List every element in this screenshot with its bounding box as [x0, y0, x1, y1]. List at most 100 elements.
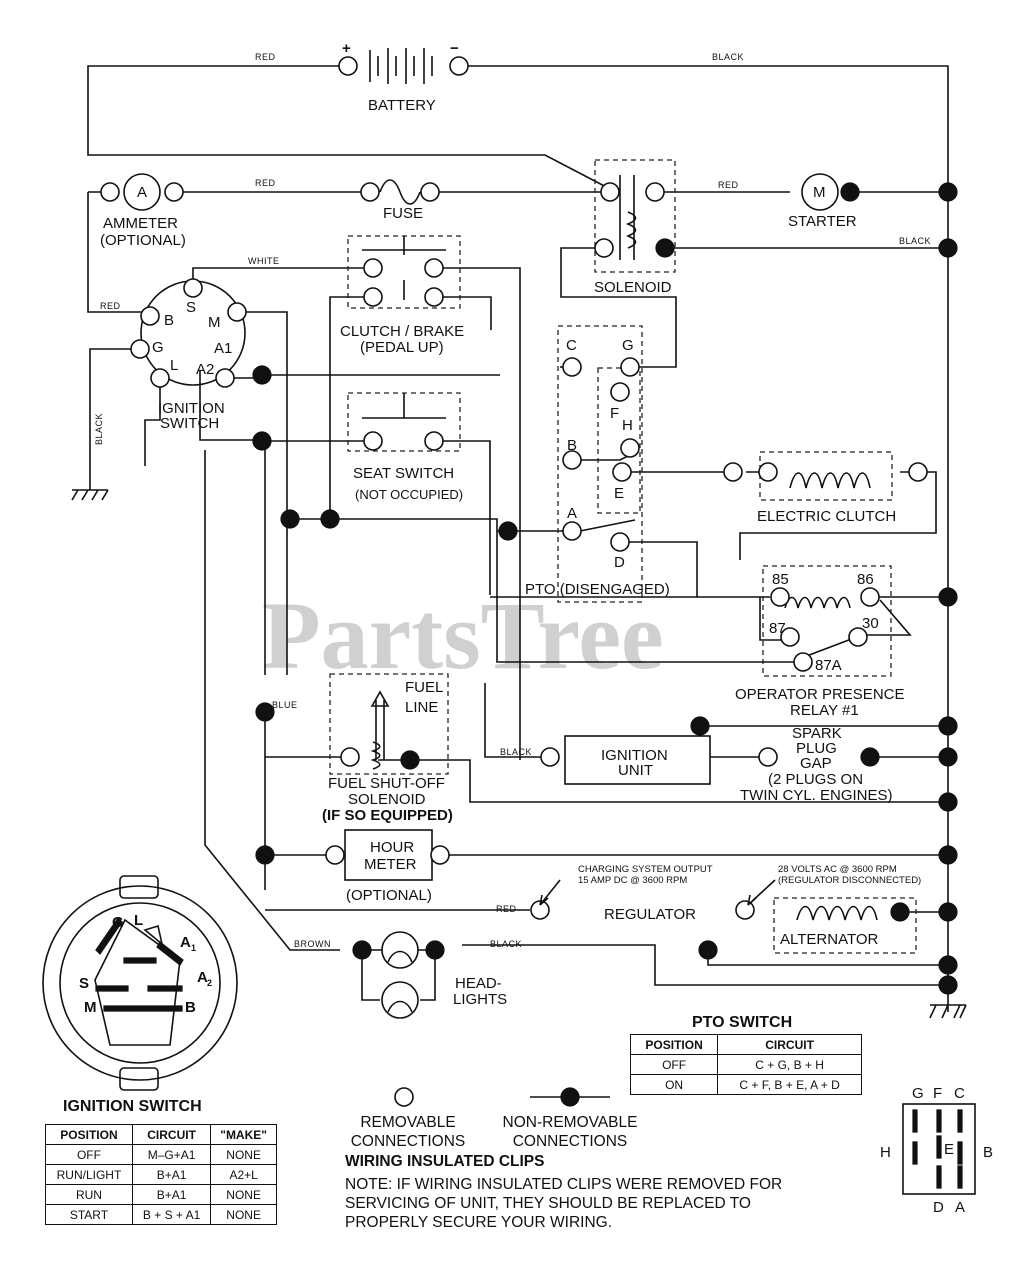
pto-switch-face: G F C H E B D A — [880, 1085, 993, 1216]
ignition_table-cell: NONE — [210, 1204, 277, 1225]
non-removable-terminal — [938, 587, 958, 607]
svg-text:BLUE: BLUE — [272, 700, 298, 710]
svg-text:TWIN CYL. ENGINES): TWIN CYL. ENGINES) — [740, 787, 893, 804]
removable-terminal — [610, 382, 630, 402]
ignition_table-cell: B+A1 — [131, 1184, 212, 1205]
svg-text:LIGHTS: LIGHTS — [453, 991, 507, 1008]
removable-terminal — [620, 438, 640, 458]
svg-text:C: C — [566, 337, 577, 354]
svg-text:B: B — [164, 312, 174, 329]
svg-text:UNIT: UNIT — [618, 762, 653, 779]
pto_table-header: POSITION — [629, 1034, 719, 1055]
svg-text:GAP: GAP — [800, 755, 832, 772]
svg-text:S: S — [79, 975, 89, 992]
non-removable-terminal — [938, 747, 958, 767]
non-removable-terminal — [938, 792, 958, 812]
non-removable-terminal — [255, 702, 275, 722]
ignition_table-cell: A2+L — [210, 1164, 277, 1185]
svg-text:E: E — [944, 1141, 954, 1158]
removable-terminal — [612, 462, 632, 482]
ignition_table-cell: OFF — [45, 1144, 133, 1165]
ignition_table-cell: NONE — [210, 1184, 277, 1205]
removable-terminal — [860, 587, 880, 607]
removable-terminal — [848, 627, 868, 647]
ignition-switch-title: IGNITION SWITCH — [63, 1098, 202, 1115]
ammeter-label: AMMETER — [103, 215, 178, 232]
removable-terminal — [420, 182, 440, 202]
svg-text:G: G — [622, 337, 634, 354]
svg-text:M: M — [84, 999, 97, 1016]
removable-terminal — [338, 56, 358, 76]
non-removable-terminal — [938, 955, 958, 975]
seat-switch-state: (NOT OCCUPIED) — [355, 487, 463, 502]
pto_table-header: CIRCUIT — [717, 1034, 862, 1055]
legend-removable: REMOVABLE CONNECTIONS — [350, 1114, 466, 1150]
solenoid-label: SOLENOID — [594, 279, 672, 296]
svg-text:BLACK: BLACK — [490, 939, 522, 949]
removable-terminal — [183, 278, 203, 298]
pto_table-cell: C + G, B + H — [717, 1054, 862, 1075]
removable-terminal — [562, 357, 582, 377]
legend-note: NOTE: IF WIRING INSULATED CLIPS WERE REM… — [345, 1176, 783, 1231]
svg-text:H: H — [880, 1144, 891, 1161]
legend-clips-title: WIRING INSULATED CLIPS — [345, 1153, 545, 1170]
svg-text:BLACK: BLACK — [899, 236, 931, 246]
svg-text:D: D — [933, 1199, 944, 1216]
svg-text:S: S — [186, 299, 196, 316]
battery-label: BATTERY — [368, 97, 436, 114]
svg-text:1: 1 — [191, 943, 197, 953]
svg-text:G: G — [112, 914, 124, 931]
ignition-switch-label: IGNITION — [158, 400, 225, 417]
non-removable-terminal — [860, 747, 880, 767]
pto_table-cell: C + F, B + E, A + D — [717, 1074, 862, 1095]
svg-text:E: E — [614, 485, 624, 502]
removable-terminal — [340, 747, 360, 767]
headlights-label: HEAD- — [455, 975, 502, 992]
fuel-line-label: FUEL — [405, 679, 443, 696]
svg-text:BLACK: BLACK — [500, 747, 532, 757]
non-removable-terminal — [938, 182, 958, 202]
headlight-lower — [381, 981, 419, 1019]
wires — [71, 65, 967, 1019]
removable-terminal — [645, 182, 665, 202]
svg-text:87A: 87A — [815, 657, 842, 674]
svg-text:B: B — [983, 1144, 993, 1161]
removable-terminal — [360, 182, 380, 202]
svg-text:SOLENOID: SOLENOID — [348, 791, 426, 808]
non-removable-terminal — [280, 509, 300, 529]
pto-switch-title: PTO SWITCH — [692, 1014, 793, 1031]
removable-terminal — [610, 532, 630, 552]
switch-internals — [362, 175, 878, 921]
non-removable-terminal — [400, 750, 420, 770]
removable-terminal — [793, 652, 813, 672]
non-removable-terminal — [425, 940, 445, 960]
svg-text:F: F — [933, 1085, 942, 1102]
svg-text:A: A — [955, 1199, 965, 1216]
ignition_table-cell: RUN/LIGHT — [45, 1164, 133, 1185]
ignition_table-header: POSITION — [45, 1124, 133, 1145]
removable-terminal — [363, 258, 383, 278]
removable-connections — [100, 56, 928, 920]
removable-terminal — [130, 339, 150, 359]
svg-text:A: A — [137, 184, 147, 201]
svg-text:PLUG: PLUG — [796, 740, 837, 757]
non-removable-terminal — [840, 182, 860, 202]
non-removable-terminal — [938, 975, 958, 995]
svg-text:L: L — [170, 357, 178, 374]
ignition_table-cell: NONE — [210, 1144, 277, 1165]
battery-minus: − — [450, 40, 459, 57]
svg-text:METER: METER — [364, 856, 417, 873]
svg-text:(IF SO EQUIPPED): (IF SO EQUIPPED) — [322, 807, 453, 824]
headlight-upper — [381, 931, 419, 969]
svg-text:A: A — [567, 505, 577, 522]
ignition-switch-label-2: SWITCH — [160, 415, 219, 432]
removable-terminal — [227, 302, 247, 322]
svg-text:15 AMP DC @ 3600 RPM: 15 AMP DC @ 3600 RPM — [578, 875, 687, 886]
charging-output: CHARGING SYSTEM OUTPUT — [578, 864, 713, 875]
ammeter-symbol — [123, 173, 161, 211]
removable-terminal — [430, 845, 450, 865]
starter-label: STARTER — [788, 213, 857, 230]
ignition_table-cell: B+A1 — [131, 1164, 212, 1185]
